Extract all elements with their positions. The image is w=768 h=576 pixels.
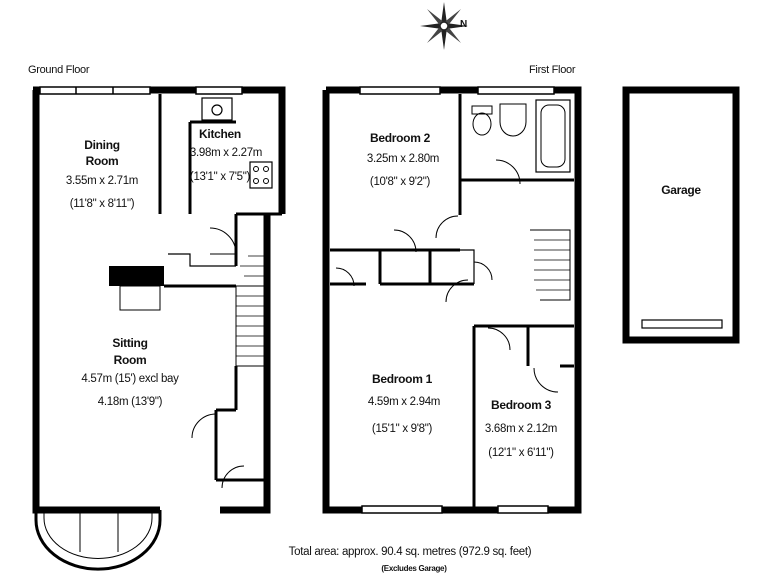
compass-north-label: N: [460, 19, 467, 30]
bedroom-3-metric: 3.68m x 2.12m: [484, 423, 558, 435]
window: [359, 86, 555, 514]
dining-room-imperial: (11'8" x 8'11"): [69, 198, 135, 210]
bay-window: [34, 510, 162, 571]
window: [39, 86, 243, 95]
compass-rose-icon: [420, 2, 468, 50]
bedroom-2-name: Bedroom 2: [370, 131, 430, 145]
sitting-room-imperial: 4.18m (13'9"): [97, 396, 163, 408]
dining-room-name-2: Room: [85, 154, 119, 168]
sitting-room-metric: 4.57m (15') excl bay: [81, 373, 179, 385]
bedroom-3-imperial: (12'1" x 6'11"): [488, 447, 554, 459]
garage-name: Garage: [661, 183, 701, 197]
kitchen-name: Kitchen: [199, 127, 241, 141]
sitting-room-name-2: Room: [113, 353, 147, 367]
first-floor-label: First Floor: [529, 64, 576, 76]
bedroom-1-name: Bedroom 1: [372, 372, 432, 386]
dining-room-name-1: Dining: [84, 138, 120, 152]
bedroom-1-metric: 4.59m x 2.94m: [367, 396, 441, 408]
dining-room-metric: 3.55m x 2.71m: [65, 175, 139, 187]
bedroom-1-imperial: (15'1" x 9'8"): [371, 423, 433, 435]
kitchen-imperial: (13'1" x 7'5"): [189, 171, 251, 183]
bedroom-2-imperial: (10'8" x 9'2"): [369, 176, 431, 188]
ground-floor-plan: [32, 86, 286, 571]
garage-plan: [622, 86, 740, 344]
kitchen-metric: 3.98m x 2.27m: [189, 147, 263, 159]
bedroom-3-name: Bedroom 3: [491, 398, 551, 412]
first-floor-plan: [322, 86, 582, 514]
bedroom-2-metric: 3.25m x 2.80m: [366, 153, 440, 165]
total-area-text: Total area: approx. 90.4 sq. metres (972…: [288, 546, 532, 558]
ground-floor-label: Ground Floor: [28, 64, 90, 76]
sitting-room-name-1: Sitting: [112, 336, 148, 350]
excludes-garage-note: (Excludes Garage): [381, 564, 447, 573]
